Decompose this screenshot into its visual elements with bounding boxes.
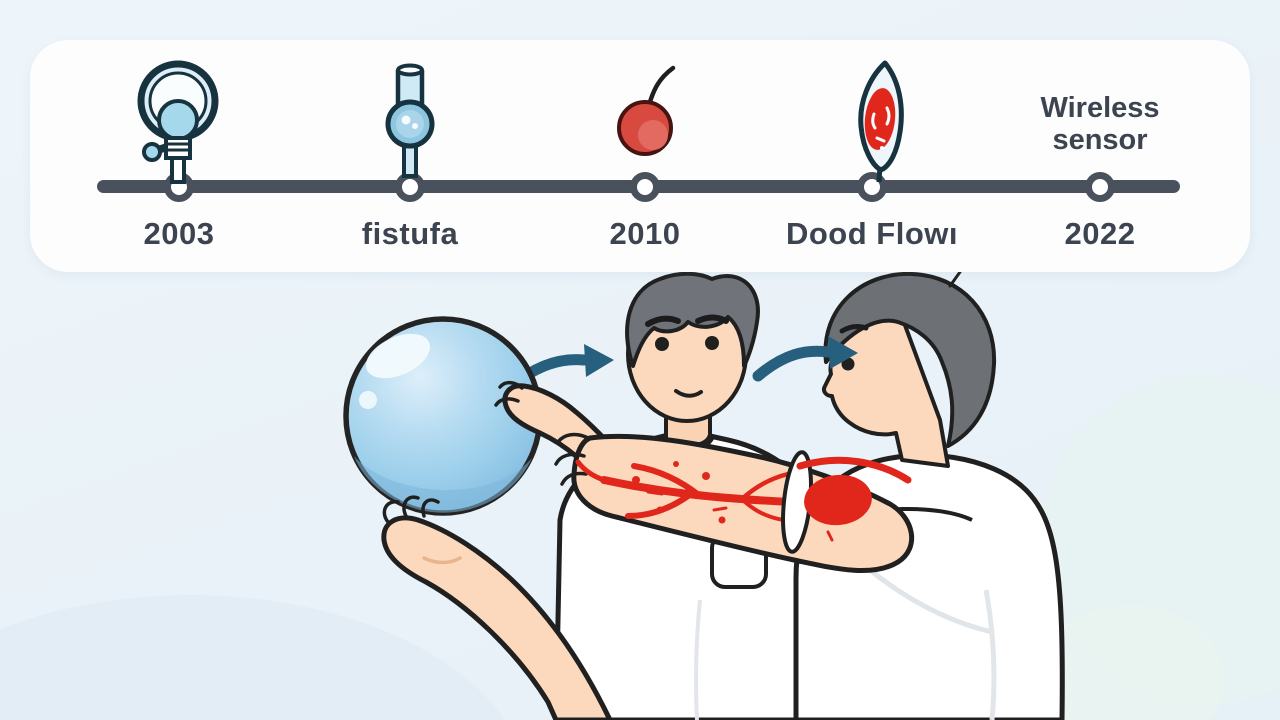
back-figure-hair — [823, 271, 997, 448]
forearm-vessels — [575, 459, 794, 522]
timeline-label-blood-flow: Dood Flowı — [785, 216, 959, 251]
timeline-node-2022 — [1085, 172, 1115, 202]
timeline-node-blood-flow — [857, 172, 887, 202]
cherry-probe-icon — [617, 65, 676, 156]
wireless-sensor-label: Wireless sensor — [1040, 92, 1160, 157]
fistula-bulge — [804, 474, 872, 526]
timeline-card: 2003 fistufa 2010 Dood Flowı 2022 Wirele… — [30, 40, 1250, 272]
timeline-label-2022: 2022 — [1064, 216, 1136, 251]
otoscope-icon — [137, 60, 219, 184]
timeline-label-2010: 2010 — [609, 216, 681, 251]
timeline-label-2003: 2003 — [143, 216, 215, 251]
illustration-scene — [343, 270, 1065, 720]
ball-holding-arm — [381, 495, 613, 720]
background-blob-right-small — [1035, 605, 1225, 720]
exercise-ball — [343, 316, 543, 516]
timeline-node-2010 — [630, 172, 660, 202]
front-figure-hair — [625, 271, 760, 368]
vessel-dots — [632, 461, 726, 524]
flow-arrow-right — [752, 336, 858, 382]
test-tube-icon — [385, 63, 435, 178]
timeline-label-fistufa: fistufa — [361, 216, 459, 251]
blood-vessel-icon — [858, 60, 904, 182]
fistula-arm-with-vessels — [554, 432, 915, 573]
upper-arm-vessel — [796, 456, 912, 484]
